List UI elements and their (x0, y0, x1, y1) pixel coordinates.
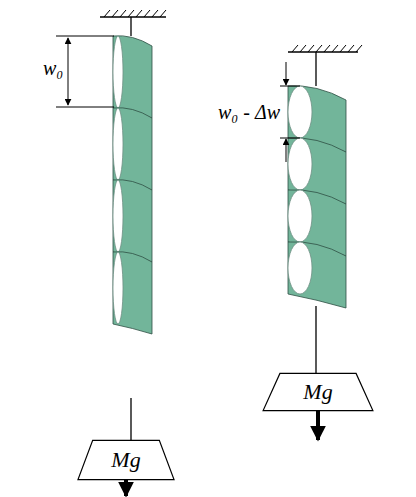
hatch-stroke (144, 10, 150, 17)
hatch-stroke (308, 45, 314, 52)
hatch-stroke (324, 45, 330, 52)
force-arrow (124, 480, 128, 496)
weight-block: Mg (77, 440, 175, 480)
dimension-arrow (68, 38, 69, 105)
suspension-rod (130, 17, 131, 36)
dimension-line (56, 36, 114, 37)
ceiling-line (288, 51, 358, 53)
ribbon-edge (288, 242, 312, 294)
weight-block: Mg (262, 373, 374, 411)
dimension-line (280, 138, 300, 139)
hatch-stroke (104, 10, 110, 17)
hatch-stroke (356, 45, 362, 52)
ceiling-line (100, 16, 166, 18)
hatch-stroke (300, 45, 306, 52)
dimension-line (56, 107, 114, 108)
ribbon-segment (288, 242, 346, 308)
hatch-stroke (136, 10, 142, 17)
hatch-stroke (316, 45, 322, 52)
hatch-stroke (152, 10, 158, 17)
suspension-rod (315, 52, 316, 86)
ribbon-edge (113, 180, 123, 252)
suspension-rod (130, 398, 131, 440)
hatch-stroke (128, 10, 134, 17)
trapezoid (263, 373, 373, 410)
ribbon-segment (113, 108, 152, 190)
ribbon-edge (113, 252, 123, 324)
hatch-stroke (160, 10, 166, 17)
ribbon-segment (113, 180, 152, 262)
suspension-rod (315, 306, 316, 373)
dimension-line (280, 86, 300, 87)
dimension-label: w₀ (42, 58, 64, 78)
ribbon-segment (113, 36, 152, 118)
ribbon-edge (288, 86, 312, 138)
ribbon-edge (288, 138, 312, 190)
weight-label: Mg (303, 381, 332, 403)
hatch-stroke (348, 45, 354, 52)
twisted-ribbon (113, 36, 346, 334)
hatch-stroke (292, 45, 298, 52)
force-arrow (316, 411, 320, 440)
hatch-stroke (112, 10, 118, 17)
trapezoid (78, 440, 174, 479)
ribbon-edge (113, 108, 123, 180)
ribbon-edge (288, 190, 312, 242)
ribbon-segment (113, 252, 152, 334)
dimension-arrow (286, 139, 287, 162)
weight-label: Mg (111, 449, 140, 471)
hatch-stroke (120, 10, 126, 17)
dimension-arrow (286, 62, 287, 85)
dimension-label: w₀ - Δw (217, 102, 281, 122)
hatch-stroke (340, 45, 346, 52)
ribbon-edge (113, 36, 123, 108)
hatch-stroke (332, 45, 338, 52)
